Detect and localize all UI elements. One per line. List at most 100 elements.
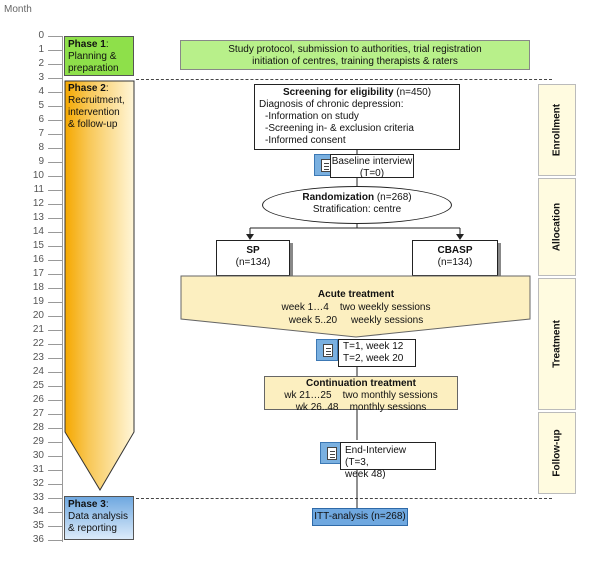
axis-tick-mark (48, 512, 62, 513)
axis-tick-mark (48, 246, 62, 247)
axis-tick-mark (48, 288, 62, 289)
axis-tick-label: 22 (32, 338, 44, 349)
document-icon (316, 339, 338, 361)
phase1-box: Phase 1: Planning & preparation (64, 36, 134, 76)
axis-tick-label: 25 (32, 380, 44, 391)
axis-tick-label: 11 (33, 184, 44, 195)
sidebar-allocation: Allocation (538, 178, 576, 276)
phase3-line2: Data analysis (68, 511, 129, 522)
axis-tick-label: 17 (32, 268, 44, 279)
itt-label: ITT-analysis (n=268) (314, 511, 406, 522)
phase1-title: Phase 1 (68, 39, 106, 50)
axis-tick-label: 23 (32, 352, 44, 363)
axis-tick-mark (48, 106, 62, 107)
screening-bullet1: -Information on study (265, 111, 359, 122)
axis-tick-label: 12 (32, 198, 44, 209)
axis-tick-mark (48, 36, 62, 37)
phase2-line3: intervention (68, 107, 120, 118)
end-interview-line2: week 48) (345, 469, 386, 480)
axis-tick-mark (48, 428, 62, 429)
axis-tick-label: 15 (32, 240, 44, 251)
axis-tick-label: 5 (38, 100, 44, 111)
randomization-count: (n=268) (374, 192, 412, 203)
axis-tick-mark (48, 414, 62, 415)
axis-tick-mark (48, 386, 62, 387)
axis-label: Month (4, 4, 32, 15)
axis-tick-mark (48, 218, 62, 219)
screening-count: (n=450) (393, 87, 432, 98)
axis-tick-mark (48, 498, 62, 499)
axis-tick-label: 8 (38, 142, 44, 153)
acute-line2: week 5..20 weekly sessions (288, 315, 424, 326)
axis-tick-mark (48, 330, 62, 331)
phase-separator-2 (136, 498, 552, 499)
axis-tick-label: 35 (32, 520, 44, 531)
axis-tick-label: 16 (32, 254, 44, 265)
phase3-line3: & reporting (68, 523, 117, 534)
axis-tick-label: 4 (38, 86, 44, 97)
axis-tick-mark (48, 148, 62, 149)
axis-tick-label: 18 (32, 282, 44, 293)
protocol-line2: initiation of centres, training therapis… (252, 56, 458, 67)
axis-tick-mark (48, 204, 62, 205)
axis-tick-mark (48, 400, 62, 401)
continuation-line1: wk 21…25 two monthly sessions (284, 390, 438, 401)
acute-funnel-shape (180, 275, 531, 338)
phase3-title: Phase 3 (68, 499, 106, 510)
axis-tick-mark (48, 78, 62, 79)
axis-tick-mark (48, 540, 62, 541)
interview2-line2: T=2, week 20 (343, 353, 404, 364)
sidebar-followup: Follow-up (538, 412, 576, 494)
axis-tick-label: 29 (32, 436, 44, 447)
sidebar-treatment-label: Treatment (551, 320, 563, 368)
baseline-line1: Baseline interview (331, 156, 413, 167)
axis-tick-mark (48, 302, 62, 303)
axis-tick-mark (48, 120, 62, 121)
phase3-box: Phase 3: Data analysis & reporting (64, 496, 134, 540)
axis-tick-label: 21 (32, 324, 44, 335)
axis-tick-mark (48, 232, 62, 233)
axis-tick-mark (48, 64, 62, 65)
axis-tick-mark (48, 526, 62, 527)
sp-title: SP (246, 245, 260, 256)
acute-box: Acute treatment week 1…4 two weekly sess… (240, 288, 472, 327)
phase2-arrow (64, 80, 135, 491)
phase2-colon: : (105, 83, 109, 94)
sidebar-treatment: Treatment (538, 278, 576, 410)
phase1-colon: : (105, 39, 109, 50)
axis-tick-label: 24 (32, 366, 44, 377)
itt-box: ITT-analysis (n=268) (312, 508, 408, 526)
continuation-line2: wk 26..48 monthly sessions (295, 402, 427, 413)
acute-line1: week 1…4 two weekly sessions (281, 302, 431, 313)
screening-title: Screening for eligibility (282, 87, 394, 98)
randomization-line2: Stratification: centre (312, 204, 402, 215)
sp-count: (n=134) (235, 257, 271, 268)
axis-tick-mark (48, 442, 62, 443)
axis-tick-label: 13 (32, 212, 44, 223)
document-icon (320, 442, 342, 464)
continuation-box: Continuation treatment wk 21…25 two mont… (264, 376, 458, 413)
cbasp-count: (n=134) (437, 257, 473, 268)
axis-tick-label: 3 (38, 72, 44, 83)
end-interview-line1: End-Interview (T=3, (345, 445, 407, 468)
axis-tick-label: 31 (32, 464, 44, 475)
axis-tick-label: 34 (32, 506, 44, 517)
axis-tick-mark (48, 134, 62, 135)
sidebar-allocation-label: Allocation (551, 202, 563, 252)
end-interview-box: End-Interview (T=3, week 48) (340, 442, 436, 480)
axis-tick-label: 28 (32, 422, 44, 433)
axis-tick-mark (48, 274, 62, 275)
axis-tick-label: 0 (38, 30, 44, 41)
axis-tick-mark (48, 456, 62, 457)
axis-tick-mark (48, 484, 62, 485)
axis-tick-label: 7 (38, 128, 44, 139)
phase1-line3: preparation (68, 63, 119, 74)
phase2-title: Phase 2 (68, 83, 106, 94)
screening-bullet3: -Informed consent (265, 135, 346, 146)
axis-tick-label: 30 (32, 450, 44, 461)
axis-tick-label: 9 (38, 156, 44, 167)
axis-tick-label: 36 (32, 534, 44, 545)
axis-tick-label: 1 (38, 44, 44, 55)
screening-line1: Diagnosis of chronic depression: (259, 99, 404, 110)
baseline-box: Baseline interview (T=0) (330, 154, 414, 179)
